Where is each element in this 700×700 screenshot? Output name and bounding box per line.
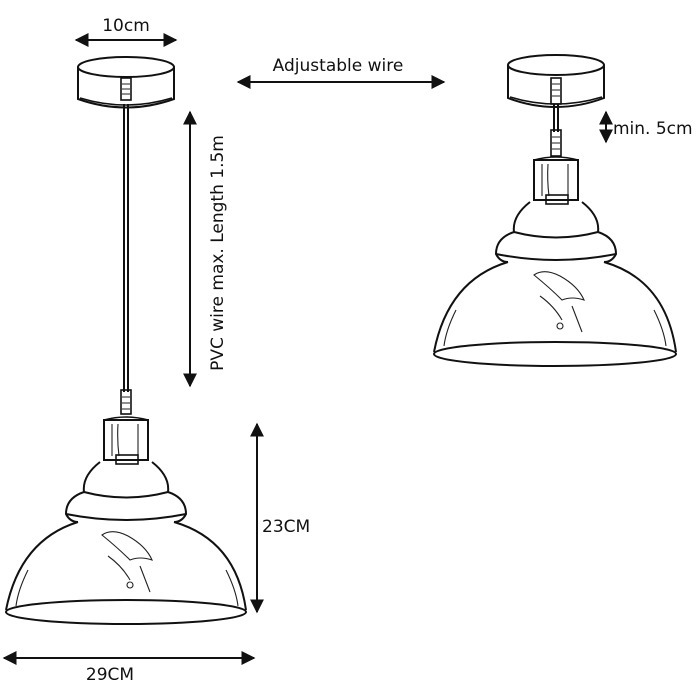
canopy-width-dimension: 10cm bbox=[74, 16, 178, 47]
canopy-width-label: 10cm bbox=[102, 16, 150, 36]
lamp-shade-left bbox=[5, 461, 247, 625]
wire-length-label: PVC wire max. Length 1.5m bbox=[208, 135, 228, 371]
lamp-shade-right bbox=[433, 201, 677, 367]
lamp-holder-right bbox=[533, 156, 579, 205]
cable-left bbox=[120, 104, 132, 415]
ceiling-canopy-right bbox=[507, 54, 605, 108]
adjustable-wire-label: Adjustable wire bbox=[273, 56, 404, 76]
wire-length-dimension: PVC wire max. Length 1.5m bbox=[183, 110, 228, 388]
shade-height-dimension: 23CM bbox=[250, 422, 310, 614]
min-drop-dimension: min. 5cm bbox=[599, 110, 693, 144]
lamp-holder-left bbox=[103, 416, 149, 465]
shade-height-label: 23CM bbox=[262, 517, 310, 537]
adjustable-wire-dimension: Adjustable wire bbox=[236, 56, 446, 89]
min-drop-label: min. 5cm bbox=[613, 119, 693, 139]
ceiling-canopy-left bbox=[77, 56, 175, 109]
pendant-lamp-long bbox=[5, 56, 247, 625]
cable-right bbox=[550, 104, 562, 157]
shade-width-dimension: 29CM bbox=[2, 651, 256, 685]
pendant-lamp-short bbox=[433, 54, 677, 367]
shade-width-label: 29CM bbox=[86, 665, 134, 685]
